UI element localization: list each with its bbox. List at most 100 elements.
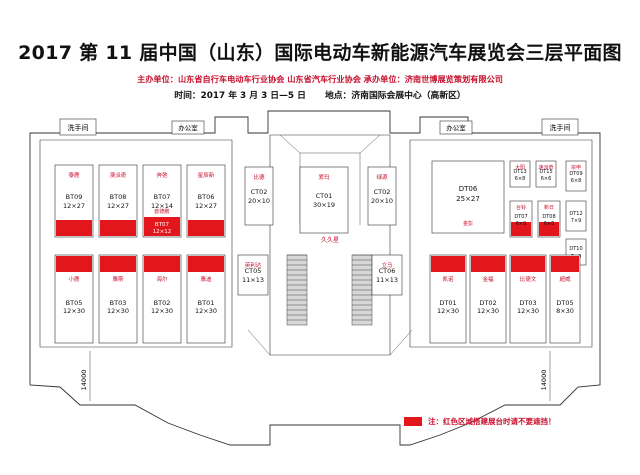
booth-rb-1-size: 12×30 — [437, 307, 459, 315]
booth-rt-1-code: DT06 — [459, 185, 478, 193]
office-left-label: 办公室 — [178, 123, 198, 132]
booth-rt-5-size: 6×8 — [544, 221, 555, 227]
booth-rt-3-outline — [535, 160, 557, 188]
page-title: 2017 第 11 届中国（山东）国际电动车新能源汽车展览会三层平面图 — [18, 42, 622, 64]
booth-center-1-size: 20×10 — [248, 197, 270, 205]
booth-bl-4-code: BT01 — [198, 299, 215, 307]
booth-tl-2-size: 12×27 — [107, 202, 129, 210]
booths-right-top: 金彭 DT06 25×27 大阳DT136×8速派奇DT156×6台铃DT076×9新… — [431, 160, 587, 266]
booth-bl-2-size: 12×30 — [107, 307, 129, 315]
stairs — [286, 254, 373, 326]
booth-tl-3-sub-size: 12×12 — [153, 229, 172, 235]
booth-tl-3-code: BT07 — [154, 193, 171, 201]
booth-rt-1-size: 25×27 — [456, 195, 480, 203]
booth-tl-3-sub-red-zone — [144, 217, 180, 236]
booth-center-2-size: 30×19 — [313, 201, 335, 209]
organizers-line: 主办单位：山东省自行车电动车行业协会 山东省汽车行业协会 承办单位：济南世博展览… — [137, 74, 503, 84]
booth-rt-4-exhibitor: 台铃 — [516, 204, 526, 211]
booth-center-5-size: 11×13 — [376, 276, 398, 284]
booth-center-2-code: CT01 — [316, 192, 333, 200]
booth-center-2-exhibitor: 爱玛 — [318, 173, 330, 181]
booth-rt-4-size: 6×9 — [516, 221, 527, 227]
booth-rt-5-red-zone — [539, 222, 559, 236]
time-place-line: 时间：2017 年 3 月 3 日—5 日 地点：济南国际会展中心（高新区） — [0, 88, 640, 101]
booth-rb-2-red-zone — [471, 256, 505, 272]
booths-right-bottom: 凯诺DT0112×30金福DT0212×30比德文DT0312×30超威DT05… — [429, 254, 581, 344]
booth-center-1-outline — [244, 166, 274, 226]
floor-plan: 洗手间 办公室 办公室 洗手间 久久星 14000 14000 泰鹿BT0912… — [29, 110, 601, 446]
booth-center-3-outline — [367, 166, 397, 226]
booth-rt-2-code: DT13 — [513, 169, 526, 175]
booths-bottom-left: 小鹿BT0512×30雅斯BT0312×30海尔BT0212×30雅迪BT011… — [54, 254, 226, 344]
booth-bl-3-size: 12×30 — [151, 307, 173, 315]
booth-rt-6-outline — [565, 160, 587, 192]
booths-top-left: 泰鹿BT0912×27澳派奇BT0812×27奔弛BT0712×14欧德鹏BT0… — [54, 164, 226, 238]
booth-rb-1-exhibitor: 凯诺 — [442, 275, 454, 283]
facilities: 洗手间 办公室 办公室 洗手间 — [59, 118, 579, 136]
booth-rt-1[interactable]: 金彭 DT06 25×27 — [431, 160, 505, 234]
building-outline — [29, 110, 601, 446]
booth-center-4-code: CT05 — [245, 267, 262, 275]
booth-rt-2-outline — [509, 160, 531, 188]
dimension-marks — [89, 351, 551, 401]
booth-rt-7-outline — [565, 200, 587, 232]
booth-rt-2-size: 6×8 — [515, 176, 526, 182]
booth-bl-4-red-zone — [188, 256, 224, 272]
booth-rt-1-exhibitor: 金彭 — [463, 220, 473, 227]
booth-rb-2-code: DT02 — [479, 299, 496, 307]
booth-rt-3-exhibitor: 速派奇 — [538, 164, 553, 171]
booth-tl-2-exhibitor: 澳派奇 — [110, 171, 127, 179]
booth-tl-4-red-zone — [188, 220, 224, 236]
legend: 注：红色区域搭建展台时请不要遮挡！ — [404, 414, 574, 428]
event-time: 时间：2017 年 3 月 3 日—5 日 — [174, 91, 306, 101]
booth-tl-2-code: BT08 — [110, 193, 127, 201]
corridor-label: 久久星 — [321, 236, 339, 244]
booth-tl-3-exhibitor: 奔弛 — [156, 171, 168, 179]
restroom-label: 洗手间 — [68, 123, 89, 132]
booth-center-4-outline — [237, 254, 269, 296]
booth-bl-3-red-zone — [144, 256, 180, 272]
booth-rb-3-code: DT03 — [519, 299, 536, 307]
booth-bl-1-exhibitor: 小鹿 — [68, 275, 80, 283]
booth-rt-7-size: 7×9 — [571, 218, 582, 224]
booth-bl-3-code: BT02 — [154, 299, 171, 307]
booth-center-5-exhibitor: 立马 — [381, 261, 393, 269]
booth-rt-5-code: DT08 — [542, 214, 555, 220]
booth-rb-4-exhibitor: 超威 — [559, 275, 571, 283]
booth-center-4-size: 11×13 — [242, 276, 264, 284]
booth-center-1-code: CT02 — [251, 188, 268, 196]
booth-bl-4-size: 12×30 — [195, 307, 217, 315]
booth-center-5-outline — [371, 254, 403, 296]
booth-tl-3-sub-code: BT07 — [155, 222, 170, 228]
booth-tl-1-red-zone — [56, 220, 92, 236]
booth-tl-4-size: 12×27 — [195, 202, 217, 210]
restroom-right-label: 洗手间 — [550, 123, 571, 132]
booth-tl-4-exhibitor: 星辰新 — [198, 171, 215, 179]
page-header: 2017 第 11 届中国（山东）国际电动车新能源汽车展览会三层平面图 主办单位… — [0, 0, 640, 110]
booth-rb-1-red-zone — [431, 256, 465, 272]
